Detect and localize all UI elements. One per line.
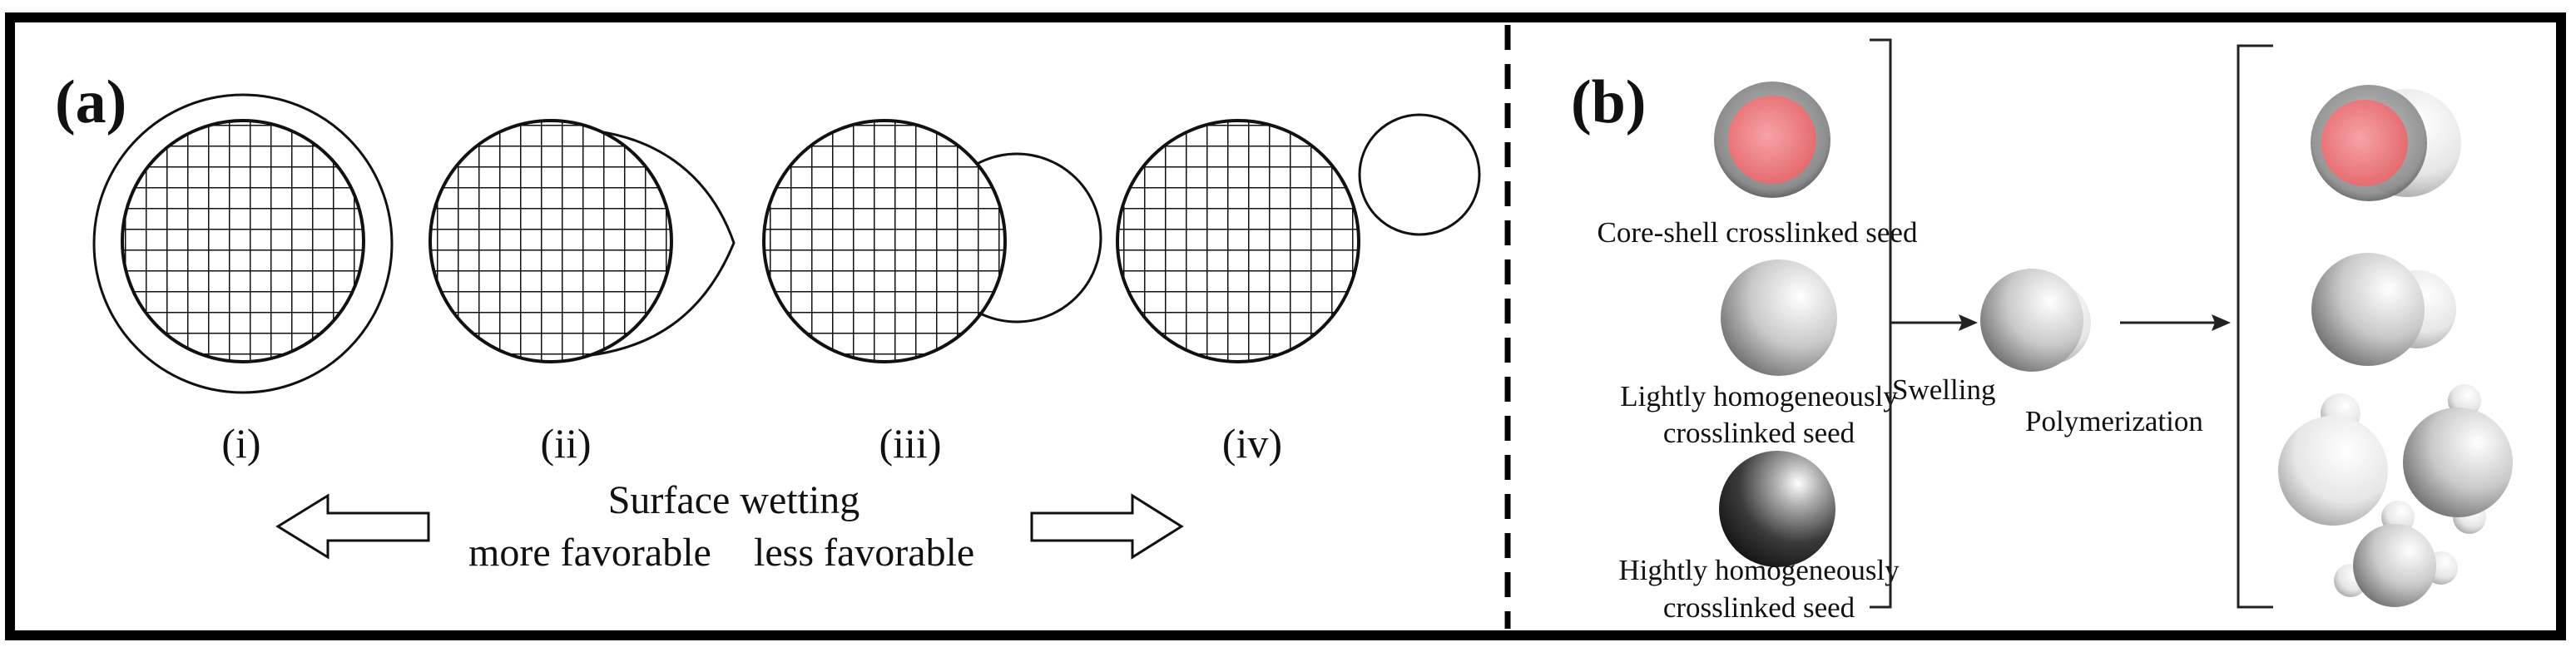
arrow-right-icon <box>1030 493 1184 560</box>
product-core-shell-janus <box>2311 85 2461 201</box>
highly-crosslinked-seed <box>1719 451 1835 567</box>
product-cluster-bottom <box>2334 501 2458 607</box>
core-shell-seed-label: Core-shell crosslinked seed <box>1598 216 1918 249</box>
product-cluster-right <box>2403 384 2513 534</box>
product-dumbbell <box>2311 253 2456 366</box>
panel-a-label: (a) <box>55 68 126 136</box>
product-4-body <box>2403 408 2513 517</box>
stage-ii-particle <box>429 119 736 363</box>
lightly-seed-label-line2: crosslinked seed <box>1663 417 1855 449</box>
stage-i-label: (i) <box>221 420 260 467</box>
wetting-less-favorable: less favorable <box>754 531 974 575</box>
polymerization-label: Polymerization <box>2025 405 2203 437</box>
wetting-more-favorable: more favorable <box>468 531 711 575</box>
product-cluster-left <box>2278 393 2388 526</box>
stage-i-particle <box>92 93 394 394</box>
stage-iii-label: (iii) <box>879 420 942 467</box>
highly-seed-label-line1: Hightly homogeneously <box>1618 554 1900 586</box>
core-shell-seed-core <box>1728 96 1816 184</box>
stage-ii-seed-mesh <box>429 119 673 363</box>
stage-iv-particle <box>1116 113 1481 363</box>
stage-iv-seed-mesh <box>1116 119 1360 363</box>
arrow-left-icon <box>275 493 430 560</box>
swollen-particle <box>1980 269 2091 372</box>
stage-iii-seed-mesh <box>762 119 1007 363</box>
wetting-title: Surface wetting <box>608 478 860 522</box>
swelling-arrow-head-icon <box>1959 314 1978 331</box>
lightly-seed-label-line1: Lightly homogeneously <box>1620 380 1898 412</box>
lightly-crosslinked-seed <box>1721 259 1837 376</box>
stage-ii-label: (ii) <box>540 420 591 467</box>
panel-b: (b) Core-shell crosslinked seed Lightly … <box>1571 38 2513 624</box>
panel-a: (a) (i) (ii) (iii) (iv) Surface wetting … <box>55 68 1481 575</box>
seed-group-bracket <box>1870 38 1892 609</box>
stage-iv-droplet <box>1358 113 1481 236</box>
highly-seed-label-line2: crosslinked seed <box>1663 591 1855 624</box>
stage-iv-label: (iv) <box>1222 420 1282 467</box>
product-1-core <box>2321 100 2408 186</box>
product-2-core <box>2311 253 2425 366</box>
product-5-body <box>2353 524 2436 607</box>
core-shell-seed <box>1714 82 1830 198</box>
stage-iii-particle <box>762 119 1102 363</box>
panel-b-label: (b) <box>1571 68 1646 136</box>
swelling-label: Swelling <box>1892 373 1995 406</box>
polymerization-arrow-head-icon <box>2212 314 2231 331</box>
stage-i-seed-mesh <box>121 119 365 363</box>
product-3-body <box>2278 416 2388 526</box>
product-group-bracket <box>2237 44 2273 609</box>
swollen-particle-core <box>1980 269 2083 372</box>
figure-border <box>5 12 2566 640</box>
